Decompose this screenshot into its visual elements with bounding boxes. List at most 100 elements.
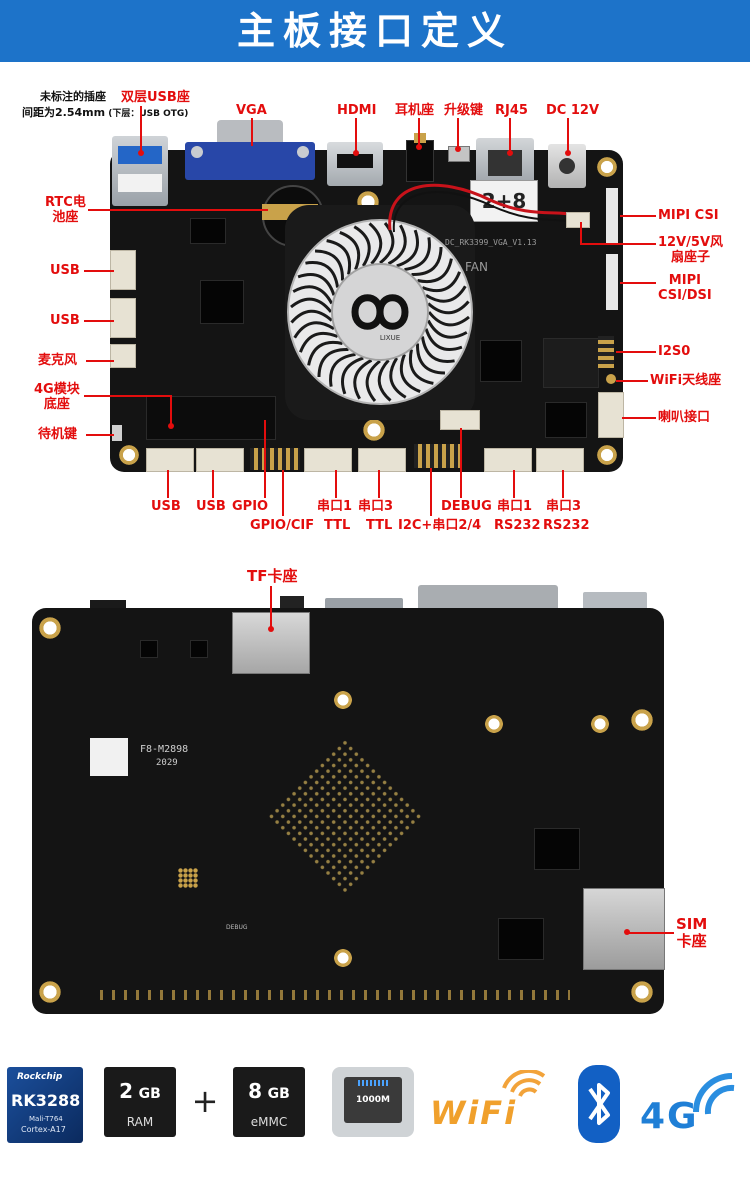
rj45-port xyxy=(476,138,534,188)
leader-line xyxy=(170,395,172,425)
rockchip-model: RK3288 xyxy=(11,1091,81,1110)
leader-line xyxy=(140,106,142,154)
chip xyxy=(534,828,580,870)
fan-blade xyxy=(427,300,470,315)
chip xyxy=(545,402,587,438)
uart1-rs232 xyxy=(484,448,532,472)
label-uart1-rs232: 串口1 xyxy=(497,499,533,514)
rockchip-badge: Rockchip RK3288 Mali-T764 Cortex-A17 xyxy=(7,1067,83,1143)
ram-size-line: 2 GB xyxy=(119,1079,161,1103)
uart3-ttl xyxy=(358,448,406,472)
mount-hole xyxy=(484,714,504,734)
leader-line xyxy=(616,351,656,353)
label-dc: DC 12V xyxy=(546,103,600,118)
fan-wire xyxy=(388,183,576,233)
leader-line xyxy=(460,428,462,498)
leader-line xyxy=(86,360,114,362)
leader-line xyxy=(270,586,272,630)
label-uart3-rs232: 串口3 xyxy=(546,499,582,514)
fan-blade xyxy=(399,353,421,393)
leader-line xyxy=(84,395,170,397)
fan-blade xyxy=(299,331,339,353)
page-title: 主板接口定义 xyxy=(236,9,513,53)
chip xyxy=(190,640,208,658)
mount-hole xyxy=(362,418,386,442)
leader-line xyxy=(355,118,357,152)
fan-blade xyxy=(426,319,468,339)
gold-pads xyxy=(178,868,198,888)
fan-brand: LIXUE xyxy=(379,334,401,342)
hdmi-port xyxy=(327,142,383,186)
i2s-header xyxy=(598,336,614,368)
label-uart3-ttl: 串口3 xyxy=(358,499,394,514)
chip xyxy=(498,918,544,960)
usb-header-2 xyxy=(110,298,136,338)
module-slot xyxy=(146,396,276,440)
note-line2: 间距为2.54mm (下层：USB OTG) xyxy=(22,106,188,121)
fan-blade xyxy=(365,359,381,402)
fan-blade xyxy=(389,357,407,399)
label-hdmi: HDMI xyxy=(337,103,377,118)
leader-dot xyxy=(353,150,359,156)
leader-line xyxy=(509,118,511,152)
chip xyxy=(140,640,158,658)
mount-hole xyxy=(630,708,654,732)
leader-line xyxy=(622,417,656,419)
fan-blade xyxy=(353,358,373,400)
fan-blade xyxy=(396,229,420,268)
label-usb-bottom-1: USB xyxy=(151,499,181,514)
note-line1: 未标注的插座 xyxy=(40,90,106,103)
note-spacing: 间距为2.54mm xyxy=(22,106,106,119)
chip-year: 2029 xyxy=(156,758,178,768)
leader-line xyxy=(580,243,656,245)
fan-blade xyxy=(377,359,392,402)
mount-hole xyxy=(38,616,62,640)
leader-line xyxy=(251,118,253,146)
leader-line xyxy=(378,470,380,498)
label-mipi-csi: MIPI CSI xyxy=(658,208,719,223)
leader-line xyxy=(212,470,214,498)
fan-blade xyxy=(368,222,383,265)
chip xyxy=(190,218,226,244)
plus-sign: + xyxy=(191,1082,219,1120)
fan-blade xyxy=(329,352,356,387)
mount-hole xyxy=(38,980,62,1004)
leader-line xyxy=(616,380,648,382)
leader-line xyxy=(620,215,656,217)
back-pin-row xyxy=(100,990,570,1000)
fan-blade xyxy=(379,222,395,265)
fan-blade xyxy=(425,285,467,303)
mount-hole xyxy=(118,444,140,466)
fan-blade xyxy=(317,348,349,378)
fan-blade xyxy=(411,246,443,276)
fan-blade xyxy=(417,258,453,283)
leader-line xyxy=(562,470,564,498)
label-standby: 待机键 xyxy=(38,427,78,442)
speaker-header xyxy=(598,392,624,438)
leader-line xyxy=(418,118,420,146)
leader-dot xyxy=(138,150,144,156)
wifi-antenna-socket xyxy=(606,374,616,384)
leader-line xyxy=(430,468,432,516)
fan-blade xyxy=(314,249,344,281)
mount-hole xyxy=(596,156,618,178)
leader-dot xyxy=(565,150,571,156)
label-4g-module: 4G模块底座 xyxy=(34,382,80,412)
note-otg: (下层：USB OTG) xyxy=(105,109,189,119)
fan-blade xyxy=(387,224,407,266)
label-rtc: RTC电池座 xyxy=(45,195,86,225)
leader-line xyxy=(567,118,569,152)
leader-dot xyxy=(624,929,630,935)
leader-dot xyxy=(268,626,274,632)
label-tf-slot: TF卡座 xyxy=(247,567,298,585)
fan-blade xyxy=(424,328,463,352)
uart1-ttl xyxy=(304,448,352,472)
leader-line xyxy=(84,320,114,322)
fan-blade xyxy=(404,237,431,272)
leader-line xyxy=(628,932,674,934)
leader-line xyxy=(580,222,582,244)
leader-line xyxy=(84,270,114,272)
label-i2s: I2S0 xyxy=(658,344,691,359)
